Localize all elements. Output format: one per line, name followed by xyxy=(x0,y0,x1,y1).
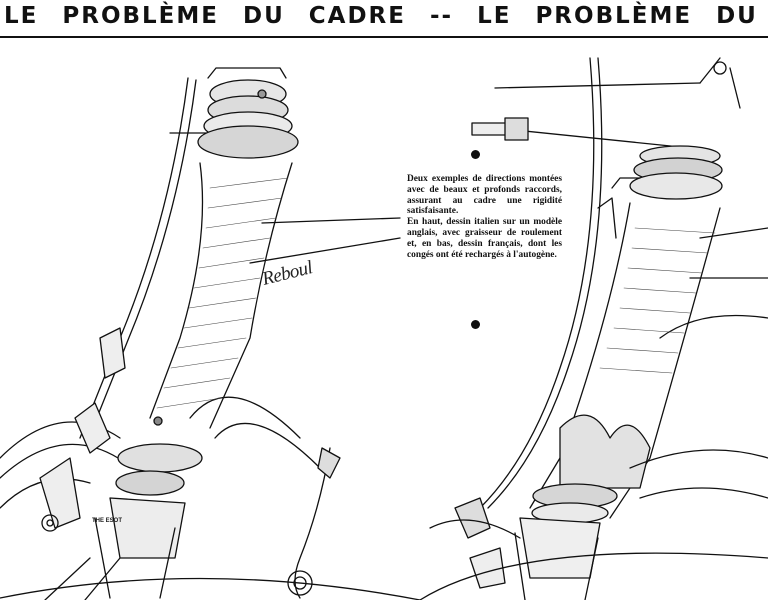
caption-paragraph-2: En haut, dessin italien sur un modèle an… xyxy=(407,217,562,260)
fork-crown-label: THE ESOT xyxy=(92,518,123,524)
caption: Deux exemples de directions montées avec… xyxy=(407,174,562,260)
right-headset-drawing xyxy=(419,57,768,600)
running-title: LE PROBLÈME DU CADRE -- LE PROBLÈME DU C… xyxy=(4,3,768,29)
bullet-top xyxy=(471,150,480,159)
caption-paragraph-1: Deux exemples de directions montées avec… xyxy=(407,174,562,217)
running-header: LE PROBLÈME DU CADRE -- LE PROBLÈME DU C… xyxy=(0,0,768,38)
bullet-bottom xyxy=(471,320,480,329)
illustration xyxy=(0,57,768,600)
left-headset-drawing xyxy=(0,67,421,600)
